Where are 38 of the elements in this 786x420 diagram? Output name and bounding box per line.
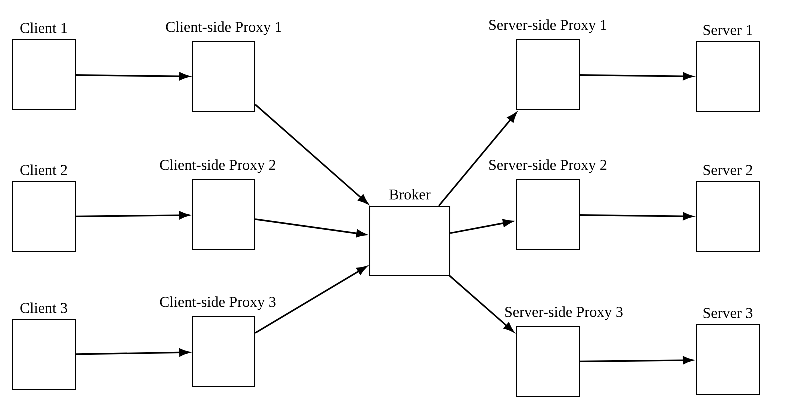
arrow	[255, 218, 367, 238]
proxy-box: Server-side Proxy 2	[490, 160, 607, 250]
node-label: Client 3	[20, 302, 68, 314]
arrow	[450, 219, 514, 234]
proxy-box: Server-side Proxy 3	[506, 306, 623, 398]
arrow	[449, 275, 514, 332]
node-label: Server 1	[704, 25, 752, 36]
node-label: Server-side Proxy 3	[506, 306, 623, 320]
proxy-box: Client-side Proxy 3	[160, 296, 276, 388]
node-label: Broker	[390, 189, 431, 200]
arrow	[438, 112, 518, 207]
arrow	[76, 212, 190, 220]
node-label: Client 2	[20, 164, 68, 176]
proxy-box: Client-side Proxy 2	[160, 160, 276, 250]
node-label: Client-side Proxy 1	[166, 22, 282, 36]
arrow	[76, 72, 190, 80]
client-box: Client 1	[12, 22, 76, 110]
node-label: Client-side Proxy 2	[160, 160, 276, 174]
broker-box: Broker	[370, 189, 450, 276]
node-label: Server-side Proxy 2	[490, 160, 607, 174]
node-label: Client-side Proxy 3	[160, 296, 276, 310]
arrow	[580, 72, 694, 80]
arrow	[580, 212, 694, 220]
proxy-box: Client-side Proxy 1	[166, 22, 282, 112]
arrow	[76, 348, 190, 357]
node-label: Client 1	[20, 22, 68, 34]
client-box: Client 3	[12, 302, 76, 390]
node-label: Server-side Proxy 1	[490, 20, 607, 34]
client-box: Client 2	[12, 164, 76, 252]
arrow	[255, 266, 368, 334]
node-label: Server 2	[704, 165, 752, 176]
proxy-box: Server-side Proxy 1	[490, 20, 607, 110]
server-box: Server 3	[696, 308, 760, 396]
server-box: Server 1	[696, 25, 760, 112]
node-label: Server 3	[704, 308, 753, 318]
arrow	[254, 104, 368, 204]
arrow	[580, 356, 694, 364]
server-box: Server 2	[696, 165, 760, 252]
